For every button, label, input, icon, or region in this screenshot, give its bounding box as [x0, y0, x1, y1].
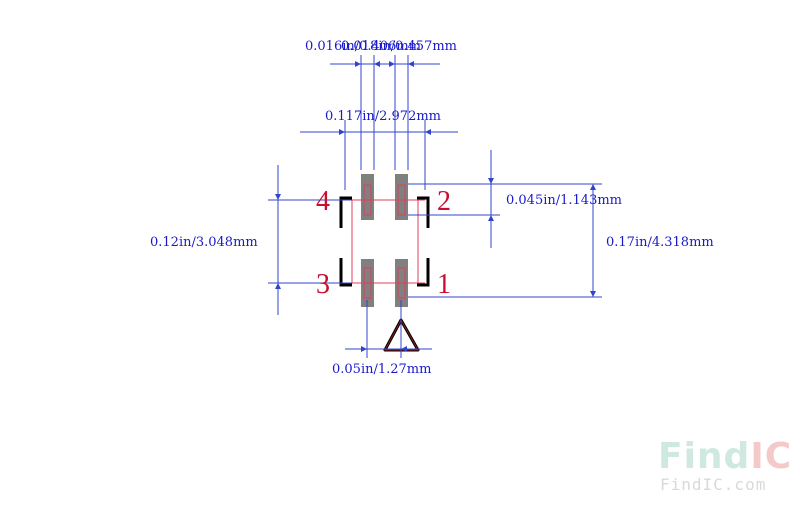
dim-overall-height: 0.17in/4.318mm — [606, 235, 714, 250]
pin-label-1: 1 — [437, 269, 451, 300]
dim-span: 0.117in/2.972mm — [325, 109, 441, 124]
dim-top-pad-gap: 0.018in/0.457mm — [341, 39, 457, 54]
silkscreen-outline — [339, 196, 430, 287]
dim-pad-height: 0.045in/1.143mm — [506, 193, 622, 208]
svg-text:FindIC: FindIC — [658, 436, 792, 477]
pin-label-4: 4 — [316, 186, 330, 217]
pads — [361, 174, 408, 307]
dim-top-pad-width: 0.016in/0.406mm — [305, 39, 421, 54]
watermark-url: FindIC.com — [660, 475, 766, 494]
dimension-lines — [268, 55, 602, 358]
dim-pitch-y: 0.12in/3.048mm — [150, 235, 258, 250]
arrowheads — [275, 61, 596, 352]
pad-2 — [395, 174, 408, 220]
dim-pitch-x: 0.05in/1.27mm — [332, 362, 431, 377]
watermark-logo: FindIC — [658, 436, 792, 477]
pad-4 — [361, 174, 374, 220]
pad-outlines — [344, 184, 425, 299]
pin-label-2: 2 — [437, 186, 451, 217]
pin-label-3: 3 — [316, 269, 330, 300]
